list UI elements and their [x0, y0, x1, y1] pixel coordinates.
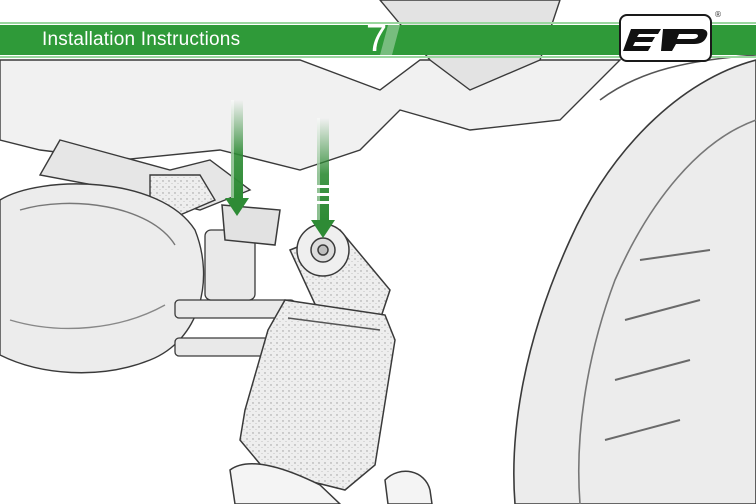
step-number: 7 — [366, 19, 387, 59]
exhaust-sketch — [0, 184, 204, 373]
rear-tyre-sketch — [514, 55, 756, 504]
ep-brand-logo-icon: EP — [621, 16, 710, 60]
brand-logo: EP — [619, 14, 712, 62]
registered-mark: ® — [714, 10, 722, 19]
page-title: Installation Instructions — [42, 29, 240, 51]
